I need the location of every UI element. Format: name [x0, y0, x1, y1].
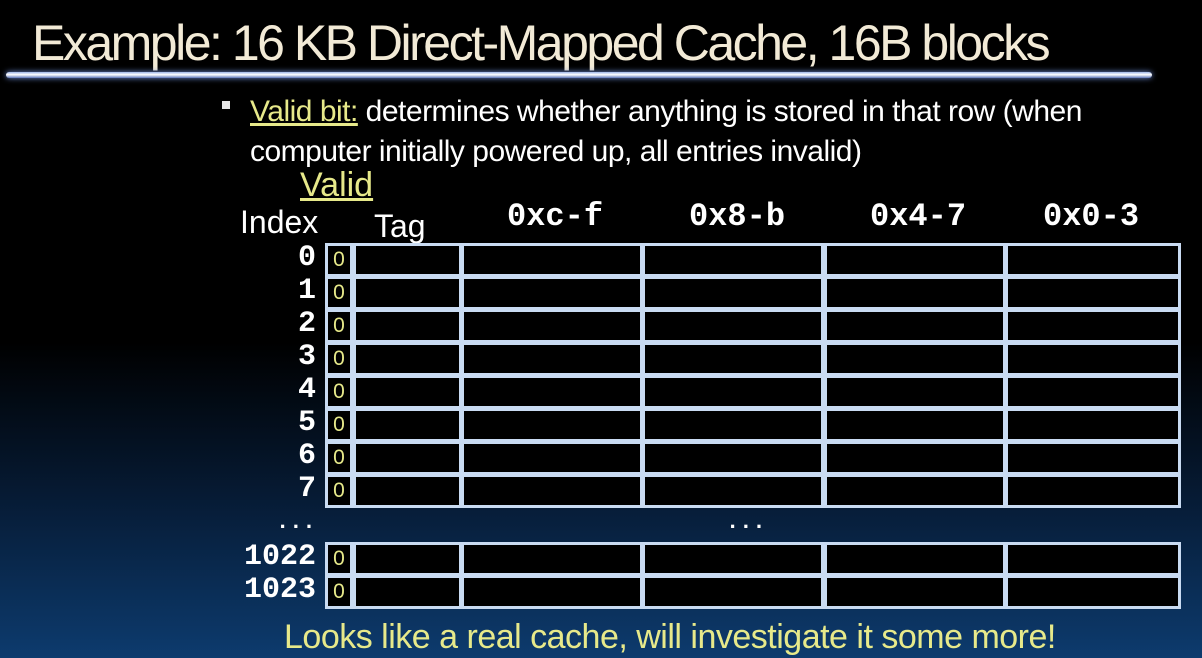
valid-bit-cell: 0	[325, 408, 353, 442]
tag-cell	[353, 542, 462, 576]
tag-cell	[353, 309, 462, 343]
data-cell	[642, 474, 824, 508]
rows-ellipsis: ...	[726, 510, 766, 535]
data-cell	[824, 441, 1006, 475]
row-index: 7	[297, 472, 316, 506]
bullet-icon	[222, 101, 230, 109]
row-index: 0	[297, 241, 316, 275]
data-cell	[642, 542, 824, 576]
data-cell	[461, 408, 643, 442]
tag-cell	[353, 243, 462, 277]
valid-bit-cell: 0	[325, 542, 353, 576]
valid-bit-cell: 0	[325, 276, 353, 310]
byte-column-header-0: 0xc-f	[507, 198, 604, 235]
data-cell	[824, 474, 1006, 508]
data-cell	[642, 309, 824, 343]
data-cell	[1005, 441, 1181, 475]
byte-column-header-2: 0x4-7	[870, 198, 967, 235]
valid-bit-description: determines whether anything is stored in…	[250, 95, 1082, 168]
data-cell	[642, 276, 824, 310]
data-cell	[824, 342, 1006, 376]
valid-bit-cell: 0	[325, 243, 353, 277]
tag-cell	[353, 276, 462, 310]
data-cell	[1005, 542, 1181, 576]
data-cell	[461, 542, 643, 576]
valid-column-label: Valid	[300, 166, 374, 204]
data-cell	[1005, 408, 1181, 442]
byte-column-header-1: 0x8-b	[689, 198, 786, 235]
data-cell	[1005, 243, 1181, 277]
tag-cell	[353, 441, 462, 475]
data-cell	[1005, 375, 1181, 409]
valid-bit-cell: 0	[325, 375, 353, 409]
data-cell	[461, 243, 643, 277]
valid-bit-cell: 0	[325, 342, 353, 376]
cache-row: 0	[325, 408, 1181, 442]
data-cell	[642, 243, 824, 277]
cache-row: 0	[325, 375, 1181, 409]
data-cell	[461, 441, 643, 475]
data-cell	[642, 441, 824, 475]
data-cell	[824, 375, 1006, 409]
data-cell	[1005, 474, 1181, 508]
data-cell	[461, 575, 643, 609]
cache-row: 0	[325, 276, 1181, 310]
row-index: 5	[297, 406, 316, 440]
index-header: Index	[240, 204, 319, 240]
valid-bit-cell: 0	[325, 441, 353, 475]
cache-row: 0	[325, 309, 1181, 343]
footer-note: Looks like a real cache, will investigat…	[284, 618, 1056, 656]
data-cell	[642, 575, 824, 609]
valid-bit-cell: 0	[325, 474, 353, 508]
cache-row: 0	[325, 243, 1181, 277]
data-cell	[642, 342, 824, 376]
tag-cell	[353, 408, 462, 442]
data-cell	[1005, 309, 1181, 343]
tag-header: Tag	[374, 208, 426, 244]
data-cell	[461, 342, 643, 376]
cache-row: 0	[325, 342, 1181, 376]
data-cell	[824, 542, 1006, 576]
data-cell	[461, 309, 643, 343]
row-index: 3	[297, 340, 316, 374]
row-index: 1022	[243, 540, 316, 574]
data-cell	[824, 276, 1006, 310]
bullet-text: Valid bit: determines whether anything i…	[250, 92, 1190, 172]
data-cell	[461, 375, 643, 409]
byte-column-header-3: 0x0-3	[1043, 198, 1140, 235]
row-index: 6	[297, 439, 316, 473]
valid-bit-cell: 0	[325, 309, 353, 343]
tag-cell	[353, 342, 462, 376]
data-cell	[461, 276, 643, 310]
data-cell	[461, 474, 643, 508]
title-underline	[6, 72, 1152, 78]
valid-bit-cell: 0	[325, 575, 353, 609]
tag-cell	[353, 375, 462, 409]
data-cell	[824, 408, 1006, 442]
valid-bit-term: Valid bit:	[250, 95, 358, 128]
index-ellipsis: ...	[276, 510, 316, 535]
data-cell	[824, 243, 1006, 277]
row-index: 4	[297, 373, 316, 407]
data-cell	[1005, 342, 1181, 376]
tag-cell	[353, 575, 462, 609]
cache-row: 0	[325, 542, 1181, 576]
data-cell	[642, 375, 824, 409]
cache-row: 0	[325, 575, 1181, 609]
row-index: 2	[297, 307, 316, 341]
cache-row: 0	[325, 474, 1181, 508]
data-cell	[824, 575, 1006, 609]
row-index: 1023	[243, 573, 316, 607]
data-cell	[1005, 575, 1181, 609]
cache-row: 0	[325, 441, 1181, 475]
tag-cell	[353, 474, 462, 508]
slide-title: Example: 16 KB Direct-Mapped Cache, 16B …	[32, 15, 1051, 71]
data-cell	[824, 309, 1006, 343]
row-index: 1	[297, 274, 316, 308]
data-cell	[1005, 276, 1181, 310]
data-cell	[642, 408, 824, 442]
